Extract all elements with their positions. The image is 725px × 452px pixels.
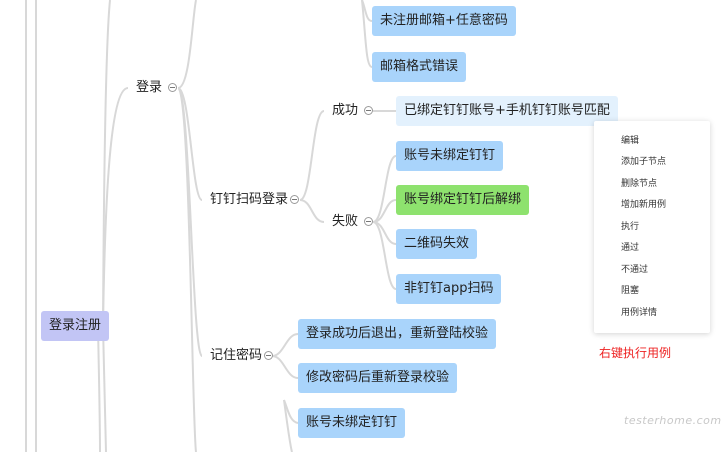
connector-remember-1 — [271, 333, 299, 357]
node-login[interactable]: 登录 — [136, 80, 163, 95]
menu-item-add-child[interactable]: 添加子节点 — [621, 157, 667, 167]
node-fail-not-bound[interactable]: 账号未绑定钉钉 — [396, 141, 504, 171]
menu-item-execute[interactable]: 执行 — [621, 222, 640, 232]
menu-item-blocked[interactable]: 阻塞 — [621, 286, 640, 296]
node-success-detail[interactable]: 已绑定钉钉账号+手机钉钉账号匹配 — [396, 96, 618, 126]
connector-remember-2 — [271, 355, 299, 379]
connector-login-dingtalk — [177, 87, 203, 201]
node-fail-unbound-after[interactable]: 账号绑定钉钉后解绑 — [396, 185, 530, 215]
node-root[interactable]: 登录注册 — [41, 311, 110, 341]
collapse-login-icon[interactable] — [168, 83, 177, 92]
connector-login-bottom — [177, 87, 197, 452]
node-success[interactable]: 成功 — [332, 103, 359, 118]
node-remember-change-pwd[interactable]: 修改密码后重新登录校验 — [298, 363, 458, 393]
annotation-text: 右键执行用例 — [599, 346, 672, 360]
collapse-success-icon[interactable] — [364, 106, 373, 115]
menu-item-delete-node[interactable]: 删除节点 — [621, 179, 658, 189]
node-dingtalk-scan[interactable]: 钉钉扫码登录 — [210, 192, 289, 207]
node-bottom-not-bound[interactable]: 账号未绑定钉钉 — [298, 408, 406, 438]
node-unregistered-email[interactable]: 未注册邮箱+任意密码 — [372, 6, 516, 36]
menu-item-fail[interactable]: 不通过 — [621, 265, 649, 275]
collapse-remember-icon[interactable] — [264, 351, 273, 360]
menu-item-add-case[interactable]: 增加新用例 — [621, 200, 667, 210]
connector-root-up — [102, 87, 129, 327]
node-failure[interactable]: 失败 — [332, 214, 359, 229]
node-remember-password[interactable]: 记住密码 — [210, 348, 263, 363]
menu-item-edit[interactable]: 编辑 — [621, 136, 640, 146]
connector-fail-1 — [372, 155, 397, 223]
connector-root-down-2 — [97, 325, 101, 452]
connector-root-down — [102, 325, 107, 452]
connector-login-remember — [177, 87, 203, 357]
context-menu: 编辑 添加子节点 删除节点 增加新用例 执行 通过 不通过 阻塞 用例详情 — [594, 121, 710, 333]
connector-root-top — [102, 0, 111, 327]
node-fail-qr-expired[interactable]: 二维码失效 — [396, 229, 478, 259]
connector-login-top — [177, 0, 197, 89]
collapse-failure-icon[interactable] — [364, 217, 373, 226]
connector-email-2 — [361, 0, 373, 68]
connector-bottom-2 — [283, 399, 293, 452]
collapse-dingtalk-icon[interactable] — [290, 195, 299, 204]
connector-dingtalk-success — [299, 110, 325, 201]
menu-item-case-details[interactable]: 用例详情 — [621, 308, 658, 318]
menu-item-pass[interactable]: 通过 — [621, 243, 640, 253]
watermark: testerhome.com — [624, 414, 722, 427]
node-email-format-error[interactable]: 邮箱格式错误 — [372, 52, 467, 82]
connector-fail-4 — [372, 221, 397, 290]
connector-dingtalk-failure — [299, 199, 325, 223]
node-remember-logout[interactable]: 登录成功后退出，重新登陆校验 — [298, 319, 497, 349]
node-fail-not-app[interactable]: 非钉钉app扫码 — [396, 274, 502, 304]
